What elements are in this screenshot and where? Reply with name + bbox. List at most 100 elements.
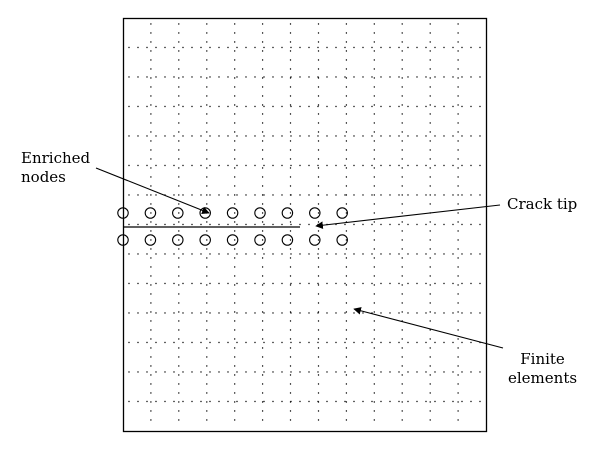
mesh-dot (345, 212, 348, 214)
mesh-dot (272, 223, 274, 226)
mesh-dot (150, 347, 152, 349)
mesh-dot (261, 365, 264, 367)
mesh-dot (407, 76, 409, 78)
mesh-dot (182, 194, 184, 196)
mesh-dot (429, 401, 431, 403)
mesh-dot (401, 419, 403, 421)
mesh-dot (371, 105, 373, 108)
mesh-dot (234, 167, 236, 169)
mesh-dot (335, 400, 337, 403)
mesh-dot (317, 167, 320, 169)
mesh-dot (429, 113, 431, 115)
mesh-dot (429, 77, 431, 79)
mesh-dot (178, 257, 180, 259)
mesh-dot (326, 164, 328, 167)
mesh-dot (150, 95, 152, 97)
mesh-dot (457, 392, 459, 394)
mesh-dot (371, 164, 373, 167)
mesh-dot (479, 164, 481, 167)
mesh-dot (178, 167, 180, 169)
mesh-dot (457, 320, 459, 322)
mesh-dot (429, 185, 431, 187)
mesh-dot (457, 266, 459, 268)
mesh-dot (345, 239, 348, 241)
mesh-dot (236, 76, 238, 78)
mesh-dot (227, 76, 229, 78)
mesh-dot (178, 284, 180, 286)
mesh-dot (371, 46, 373, 49)
mesh-dot (191, 400, 193, 403)
mesh-dot (218, 135, 220, 137)
mesh-dot (457, 410, 459, 412)
mesh-dot (373, 113, 375, 115)
mesh-dot (335, 76, 337, 78)
mesh-dot (457, 59, 459, 61)
mesh-dot (164, 164, 166, 167)
mesh-dot (281, 282, 283, 285)
mesh-dot (429, 203, 431, 205)
mesh-dot (452, 253, 454, 255)
mesh-dot (209, 135, 211, 137)
enriched-node (254, 234, 266, 246)
mesh-dot (290, 105, 292, 108)
mesh-dot (452, 282, 454, 285)
mesh-dot (178, 374, 180, 376)
mesh-dot (289, 68, 292, 70)
mesh-dot (150, 131, 152, 133)
enriched-node (144, 207, 157, 219)
mesh-dot (373, 392, 375, 394)
mesh-dot (206, 266, 208, 268)
mesh-dot (150, 212, 152, 214)
mesh-dot (479, 194, 481, 196)
mesh-dot (289, 320, 292, 322)
mesh-dot (373, 365, 375, 367)
mesh-dot (263, 194, 265, 196)
mesh-dot (345, 23, 348, 25)
mesh-dot (398, 282, 400, 285)
mesh-dot (443, 400, 445, 403)
mesh-dot (373, 194, 375, 196)
mesh-dot (191, 194, 193, 196)
mesh-dot (401, 401, 403, 403)
enriched-node (254, 207, 266, 219)
mesh-dot (470, 371, 472, 373)
mesh-dot (401, 194, 403, 196)
mesh-dot (146, 400, 148, 403)
mesh-dot (457, 248, 459, 250)
mesh-dot (281, 164, 283, 167)
mesh-dot (461, 282, 463, 285)
mesh-dot (429, 176, 431, 178)
mesh-dot (308, 253, 310, 255)
mesh-dot (289, 122, 292, 124)
domain-boundary (122, 17, 488, 433)
mesh-dot (206, 401, 208, 403)
mesh-dot (407, 164, 409, 167)
mesh-dot (345, 203, 348, 205)
mesh-dot (150, 86, 152, 88)
mesh-dot (234, 113, 236, 115)
mesh-dot (281, 253, 283, 255)
mesh-dot (245, 46, 247, 49)
mesh-dot (407, 105, 409, 108)
mesh-dot (317, 158, 320, 160)
mesh-dot (443, 341, 445, 344)
mesh-dot (434, 76, 436, 78)
mesh-dot (457, 212, 459, 214)
mesh-dot (457, 293, 459, 295)
mesh-dot (345, 248, 348, 250)
mesh-dot (373, 257, 375, 259)
mesh-dot (362, 76, 364, 78)
mesh-dot (261, 77, 264, 79)
mesh-dot (457, 113, 459, 115)
mesh-dot (345, 356, 348, 358)
mesh-dot (289, 104, 292, 106)
mesh-dot (457, 77, 459, 79)
mesh-dot (345, 383, 348, 385)
mesh-dot (344, 253, 346, 255)
mesh-dot (429, 374, 431, 376)
mesh-dot (178, 410, 180, 412)
mesh-dot (299, 223, 301, 226)
mesh-dot (289, 41, 292, 43)
mesh-dot (429, 392, 431, 394)
